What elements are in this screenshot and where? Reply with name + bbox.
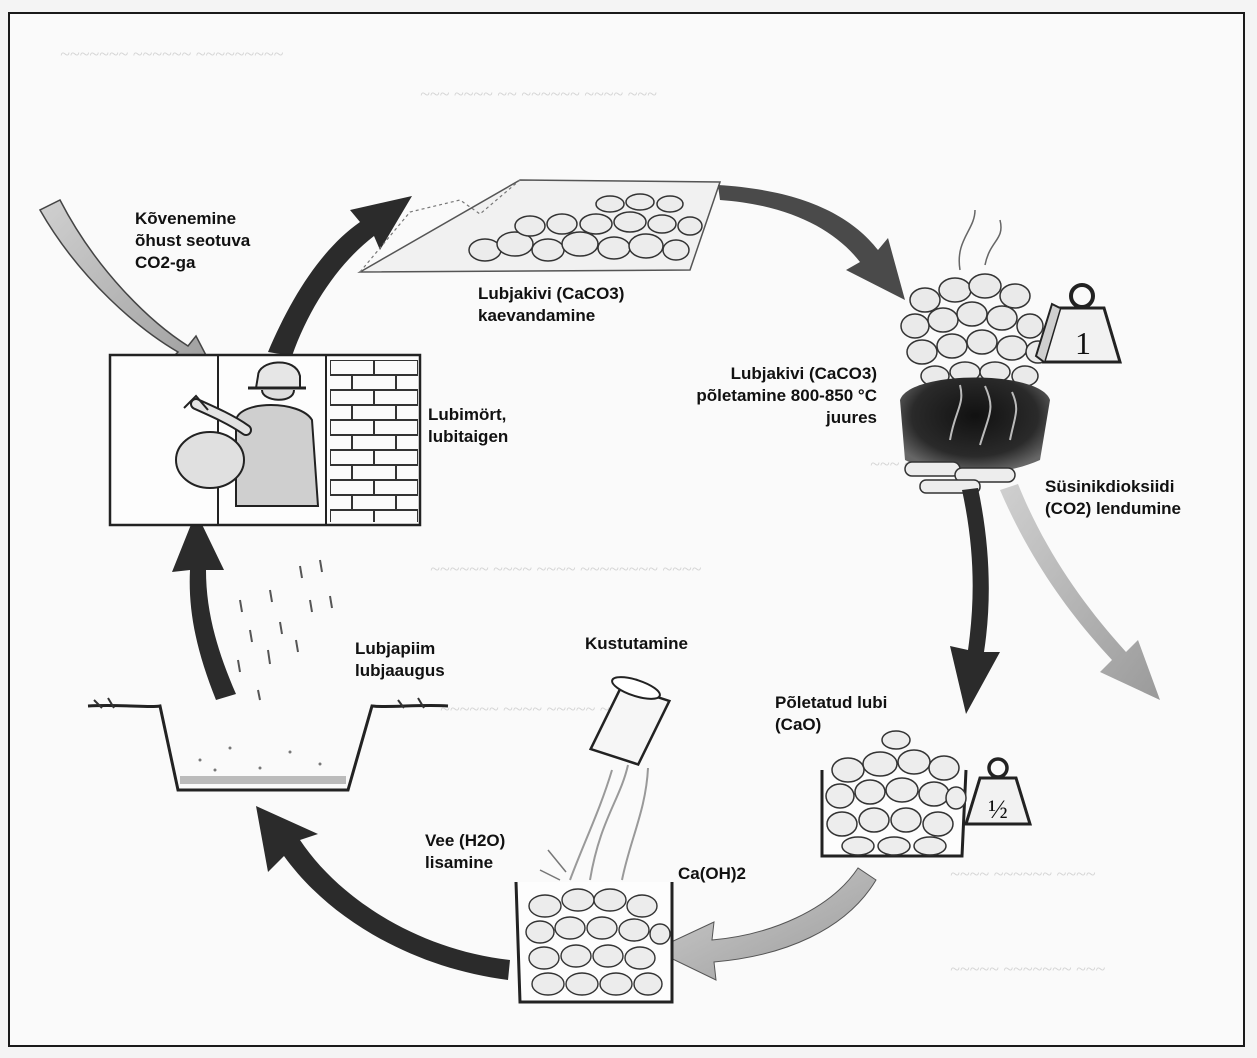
label-hardening-line-1: Kõvenemine (135, 208, 250, 230)
weight-full-label: 1 (1075, 325, 1091, 361)
label-mortar-line-1: Lubimört, (428, 404, 508, 426)
label-hardening-line-2: õhust seotuva (135, 230, 250, 252)
slaking-box-illustration (516, 882, 672, 1002)
label-burning-line-3: juures (696, 407, 877, 429)
label-mortar-line-2: lubitaigen (428, 426, 508, 448)
label-co2-release-line-1: Süsinikdioksiidi (1045, 476, 1181, 498)
label-lime-pit-line-1: Lubjapiim (355, 638, 445, 660)
label-burnt-lime-line-1: Põletatud lubi (775, 692, 887, 714)
arrow-wall-to-quarry (268, 196, 412, 356)
weight-full-icon: 1 (1036, 285, 1120, 362)
label-water-line-2: lisamine (425, 852, 505, 874)
label-mining-line-1: Lubjakivi (CaCO3) (478, 283, 624, 305)
pit-vapour (238, 560, 332, 700)
svg-text:~~~~~~ ~~~~ ~~~~ ~~~~~~~~ ~~~~: ~~~~~~ ~~~~ ~~~~ ~~~~~~~~ ~~~~ (430, 559, 701, 579)
label-lime-pit-line-2: lubjaaugus (355, 660, 445, 682)
label-burnt-lime: Põletatud lubi (CaO) (775, 692, 887, 736)
lime-pit-illustration (88, 698, 448, 790)
label-burning-line-1: Lubjakivi (CaCO3) (696, 363, 877, 385)
wall-mortar-illustration (110, 355, 420, 525)
arrow-quarry-to-kiln (718, 185, 905, 300)
weight-half-label: ½ (988, 795, 1008, 824)
label-burning-line-2: põletamine 800-850 °C (696, 385, 877, 407)
label-hardening: Kõvenemine õhust seotuva CO2-ga (135, 208, 250, 274)
label-slaking: Kustutamine (585, 633, 688, 655)
label-mining: Lubjakivi (CaCO3) kaevandamine (478, 283, 624, 327)
label-water-line-1: Vee (H2O) (425, 830, 505, 852)
svg-text:~~~~~~~ ~~~~~~ ~~~~~~~~~: ~~~~~~~ ~~~~~~ ~~~~~~~~~ (60, 44, 284, 64)
arrow-kiln-to-burnt-lime (950, 488, 1000, 714)
svg-text:~~~ ~~~~ ~~ ~~~~~~ ~~~~ ~~~: ~~~ ~~~~ ~~ ~~~~~~ ~~~~ ~~~ (420, 84, 657, 104)
quarry-illustration (360, 180, 720, 272)
arrow-pit-to-wall (172, 512, 236, 700)
label-water: Vee (H2O) lisamine (425, 830, 505, 874)
label-hardening-line-3: CO2-ga (135, 252, 250, 274)
kiln-illustration (900, 210, 1050, 493)
label-lime-pit: Lubjapiim lubjaaugus (355, 638, 445, 682)
label-burnt-lime-line-2: (CaO) (775, 714, 887, 736)
weight-half-icon: ½ (966, 759, 1030, 824)
label-co2-release-line-2: (CO2) lendumine (1045, 498, 1181, 520)
label-co2-release: Süsinikdioksiidi (CO2) lendumine (1045, 476, 1181, 520)
svg-text:~~~~~ ~~~~~~~ ~~~: ~~~~~ ~~~~~~~ ~~~ (950, 959, 1105, 979)
svg-text:~~~~ ~~~~~~ ~~~~: ~~~~ ~~~~~~ ~~~~ (950, 864, 1096, 884)
label-hydroxide: Ca(OH)2 (678, 863, 746, 885)
burnt-lime-illustration (822, 731, 966, 856)
label-burning: Lubjakivi (CaCO3) põletamine 800-850 °C … (696, 363, 877, 429)
label-mortar: Lubimört, lubitaigen (428, 404, 508, 448)
label-mining-line-2: kaevandamine (478, 305, 624, 327)
